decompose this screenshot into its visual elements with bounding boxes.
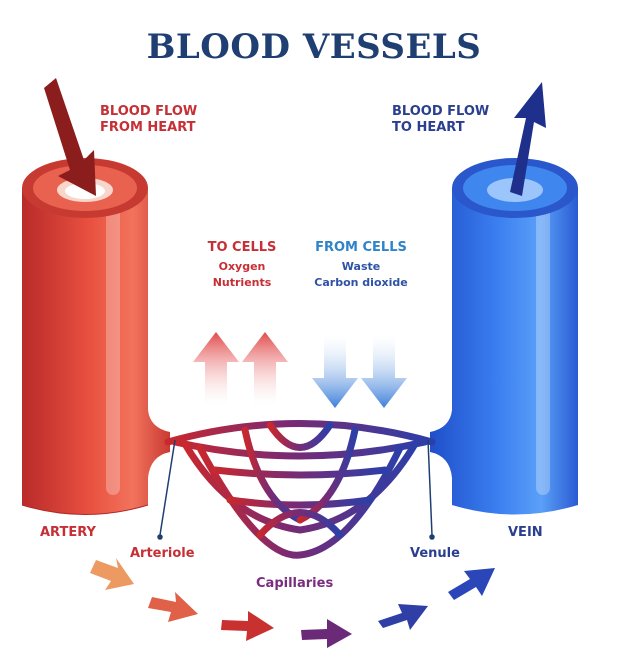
arrow-to-heart-icon (510, 82, 546, 196)
to-cells-nutrients: Nutrients (212, 276, 272, 289)
from-cells-label: FROM CELLS Waste Carbon dioxide (302, 240, 420, 290)
to-cells-label: TO CELLS Oxygen Nutrients (198, 240, 286, 290)
circulation-arrows-icon (90, 558, 495, 648)
from-heart-line1: BLOOD FLOW (100, 104, 198, 119)
to-cells-arrows-icon (193, 332, 288, 405)
to-cells-oxygen: Oxygen (218, 260, 266, 274)
artery-label: ARTERY (40, 525, 96, 540)
vein-vessel (430, 158, 578, 515)
artery-vessel (21, 158, 170, 515)
from-cells-waste: Waste (341, 260, 381, 274)
pointer-lines (157, 439, 435, 540)
from-heart-line2: FROM HEART (100, 120, 196, 136)
from-cells-arrows-icon (312, 335, 407, 408)
capillaries-label: Capillaries (256, 576, 334, 591)
from-cells-heading: FROM CELLS (315, 240, 407, 255)
capillary-bed (164, 420, 436, 559)
arteriole-label: Arteriole (130, 546, 195, 561)
venule-label: Venule (410, 546, 460, 561)
to-cells-heading: TO CELLS (207, 240, 277, 255)
to-heart-line1: BLOOD FLOW (392, 104, 490, 119)
page-title: BLOOD VESSELS (146, 27, 482, 67)
blood-flow-from-heart-label: BLOOD FLOW FROM HEART (100, 104, 197, 137)
blood-flow-to-heart-label: BLOOD FLOW TO HEART (392, 104, 489, 137)
to-heart-line2: TO HEART (392, 120, 465, 136)
from-cells-carbon-dioxide: Carbon dioxide (314, 276, 408, 289)
vein-label: VEIN (508, 525, 543, 540)
arrow-from-heart-icon (44, 78, 96, 196)
